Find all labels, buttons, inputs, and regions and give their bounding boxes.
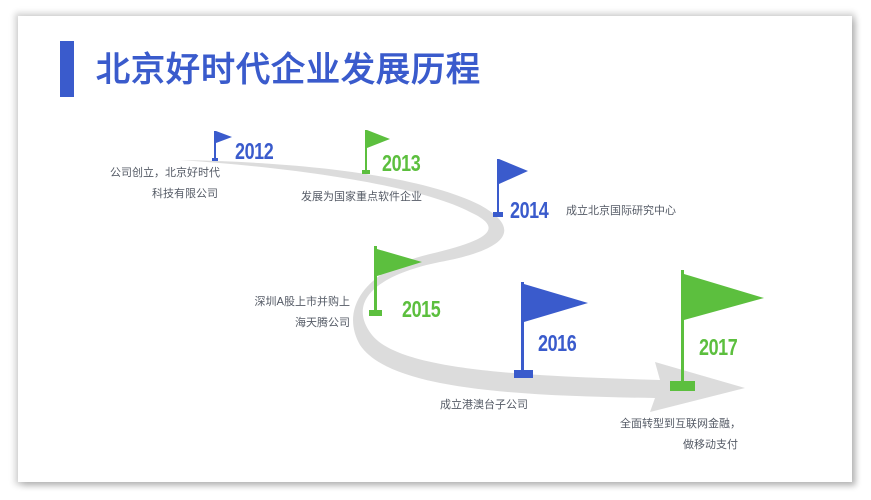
milestone-desc-2015: 深圳A股上市并购上 海天腾公司 (254, 295, 350, 329)
milestone-desc-2014: 成立北京国际研究中心 (566, 204, 676, 217)
year-label-2012: 2012 (235, 138, 274, 164)
year-label-2015: 2015 (402, 296, 441, 322)
year-label-2016: 2016 (538, 330, 577, 356)
milestone-desc-2013: 发展为国家重点软件企业 (301, 190, 422, 203)
year-label-2014: 2014 (510, 197, 549, 223)
flag-icon (670, 270, 764, 391)
slide-frame (18, 16, 852, 482)
flag-icon (212, 131, 232, 161)
flag-icon (369, 246, 422, 316)
milestone-desc-2012: 公司创立，北京好时代 科技有限公司 (110, 166, 220, 200)
year-label-2013: 2013 (382, 150, 421, 176)
flag-icon (514, 282, 588, 378)
page-title: 北京好时代企业发展历程 (96, 50, 481, 90)
flag-icon (362, 130, 390, 174)
milestone-desc-2016: 成立港澳台子公司 (440, 398, 528, 411)
year-label-2017: 2017 (699, 334, 738, 360)
flag-icon (493, 159, 528, 217)
milestone-desc-2017: 全面转型到互联网金融， 做移动支付 (620, 417, 741, 451)
title-accent-bar (60, 41, 74, 97)
